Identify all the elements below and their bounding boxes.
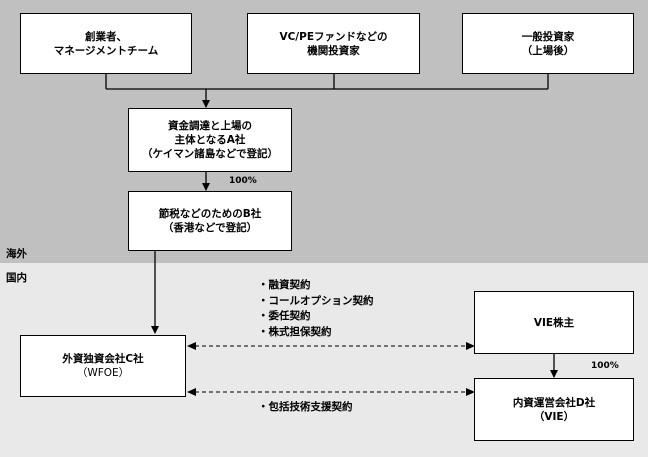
company-d-line-1: 内資運営会社D社 [512,396,596,409]
lower-contract-list: ・包括技術支援契約 [258,400,353,416]
wfoe-box: 外資独資会社C社 （WFOE） [20,335,186,397]
a-to-b-ownership: 100% [229,176,257,186]
company-a-line-2: 主体となるA社 [174,134,246,146]
general-investors-line-1: 一般投資家 [521,30,575,43]
contract-equity-pledge: ・株式担保契約 [258,325,332,338]
vie-to-d-ownership: 100% [591,361,619,371]
vc-pe-line-1: VC/PEファンドなどの [279,30,388,43]
founders-box: 創業者、 マネージメントチーム [20,13,192,74]
wfoe-line-2: （WFOE） [76,367,130,379]
contract-loan: ・融資契約 [258,279,311,291]
general-investors-line-2: （上場後） [521,44,575,57]
vie-shareholder-box: VIE株主 [474,291,634,354]
company-a-line-1: 資金調達と上場の [168,120,252,132]
contract-technical-support: ・包括技術支援契約 [258,401,353,413]
contract-proxy: ・委任契約 [258,310,311,322]
company-b-box: 節税などのためのB社 （香港などで登記） [128,191,292,251]
company-a-box: 資金調達と上場の 主体となるA社 （ケイマン諸島などで登記） [128,108,292,172]
vie-shareholder-line-1: VIE株主 [533,316,575,329]
overseas-label: 海外 [6,248,27,260]
vc-pe-box: VC/PEファンドなどの 機関投資家 [247,13,420,74]
company-b-line-2: （香港などで登記） [162,222,258,234]
wfoe-line-1: 外資独資会社C社 [62,353,144,365]
founders-line-1: 創業者、 [85,30,127,43]
company-a-line-3: （ケイマン諸島などで登記） [141,148,279,160]
contract-call-option: ・コールオプション契約 [258,294,374,307]
domestic-label: 国内 [6,272,27,284]
upper-contract-list: ・融資契約 ・コールオプション契約 ・委任契約 ・株式担保契約 [258,278,374,340]
vc-pe-line-2: 機関投資家 [307,44,360,57]
founders-line-2: マネージメントチーム [53,44,159,57]
company-d-box: 内資運営会社D社 （VIE） [474,378,634,441]
company-d-line-2: （VIE） [533,410,575,423]
general-investors-box: 一般投資家 （上場後） [462,13,634,74]
company-b-line-1: 節税などのためのB社 [158,208,262,220]
